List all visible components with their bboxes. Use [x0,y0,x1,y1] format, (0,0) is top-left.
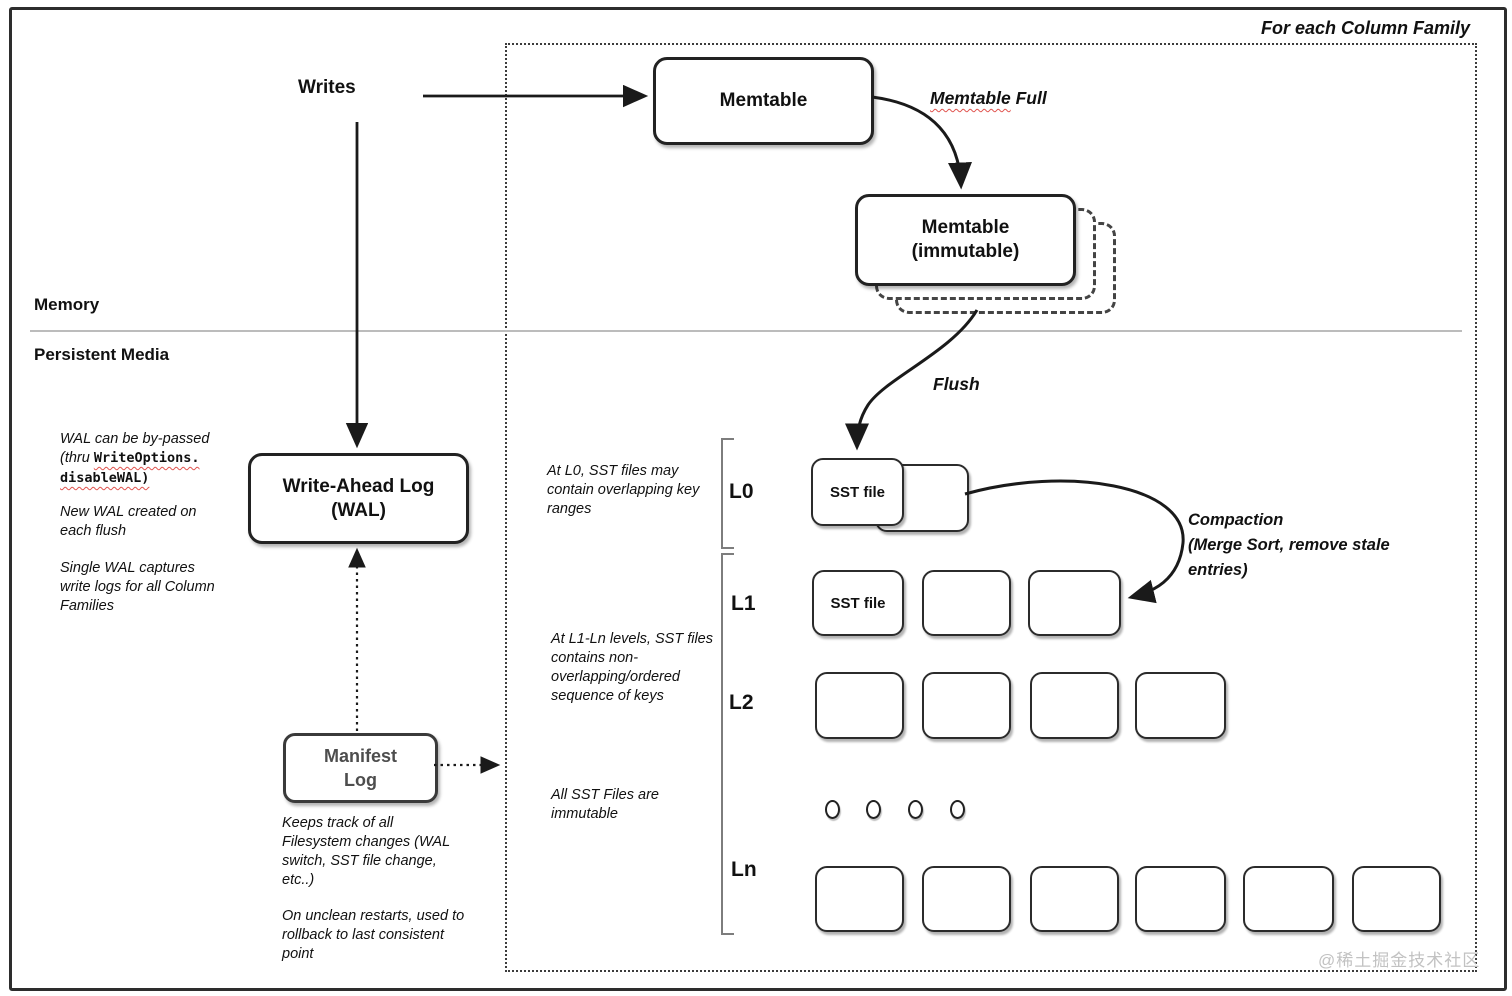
compaction-line2: (Merge Sort, remove stale [1188,536,1390,554]
manifest-log-line2: Log [344,770,377,790]
manifest-note1-line1: Keeps track of all [282,815,394,831]
l1ln-note-line1: At L1-Ln levels, SST files [551,631,713,647]
l0-bracket [721,438,734,549]
manifest-note1-line4: etc..) [282,872,315,888]
l0-note: At L0, SST files may contain overlapping… [547,462,699,519]
sst-file-box-l2-2 [922,672,1011,739]
l0-note-line1: At L0, SST files may [547,463,679,479]
wal-bypass-code2: disableWAL) [60,470,150,486]
l1ln-note-line4: sequence of keys [551,688,664,704]
memtable-full-label: Memtable Full [930,88,1047,109]
sst-file-box-l1-3 [1028,570,1121,636]
l1ln-note-line2: contains non- [551,650,639,666]
sst-file-box-ln-3 [1030,866,1119,932]
wal-bypass-prefix: (thru [60,450,94,466]
level-ln-label: Ln [731,858,757,881]
ellipsis-dot [950,800,965,819]
l0-note-line2: contain overlapping key [547,482,700,498]
for-each-column-family-label: For each Column Family [1260,18,1470,38]
wal-bypass-line1: WAL can be by-passed [60,431,210,447]
column-family-dashed-region [505,43,1477,972]
l1-ln-bracket [721,553,734,935]
sst-file-box-l2-1 [815,672,904,739]
memtable-full-rest: Full [1010,88,1047,108]
l1ln-note: At L1-Ln levels, SST files contains non-… [551,630,713,706]
immutable-note-line1: All SST Files are [551,787,659,803]
sst-file-box-l2-4 [1135,672,1226,739]
writes-label: Writes [298,77,356,98]
wal-node-line2: (WAL) [331,499,386,521]
sst-file-box-l1-2 [922,570,1011,636]
compaction-line1: Compaction [1188,511,1284,529]
memory-label: Memory [34,295,100,314]
wal-new-line2: each flush [60,523,127,539]
memtable-full-word: Memtable [930,88,1011,108]
immutable-note-line2: immutable [551,806,618,822]
wal-single-line3: Families [60,598,114,614]
level-l1-label: L1 [731,592,756,615]
manifest-note1-line3: switch, SST file change, [282,853,437,869]
l1ln-note-line3: overlapping/ordered [551,669,680,685]
sst-file-label: SST file [829,483,885,501]
wal-single-line1: Single WAL captures [60,560,195,576]
sst-file-box-ln-6 [1352,866,1441,932]
outer-border [9,7,1507,991]
manifest-log-line1: Manifest [323,746,397,766]
wal-single-note: Single WAL captures write logs for all C… [60,559,215,616]
wal-bypass-note: WAL can be by-passed (thru WriteOptions.… [60,430,209,488]
sst-file-label: SST file [830,594,886,612]
memtable-node-label: Memtable [719,90,808,111]
memory-persistent-divider [30,330,1462,332]
manifest-note2-line1: On unclean restarts, used to [282,908,465,924]
level-l0-label: L0 [729,480,754,503]
wal-new-note: New WAL created on each flush [60,503,196,541]
memtable-immutable-node: Memtable (immutable) [855,194,1076,286]
sst-file-box-l2-3 [1030,672,1119,739]
manifest-note2-line3: point [282,946,314,962]
immutable-note: All SST Files are immutable [551,786,659,824]
manifest-note1-line2: Filesystem changes (WAL [282,834,451,850]
level-l2-label: L2 [729,691,754,714]
wal-node: Write-Ahead Log (WAL) [248,453,469,544]
sst-file-box-l1-1: SST file [812,570,904,636]
wal-node-line1: Write-Ahead Log [282,475,435,497]
manifest-log-node: Manifest Log [283,733,438,803]
ellipsis-dot [908,800,923,819]
sst-file-box-ln-2 [922,866,1011,932]
sst-file-box-ln-1 [815,866,904,932]
flush-label: Flush [933,374,980,394]
sst-file-box-ln-5 [1243,866,1334,932]
compaction-line3: entries) [1188,561,1248,579]
wal-bypass-line2: (thru WriteOptions. [60,449,209,468]
manifest-note2-line2: rollback to last consistent [282,927,444,943]
compaction-label: Compaction (Merge Sort, remove stale ent… [1188,508,1390,583]
memtable-immutable-line1: Memtable [921,217,1010,238]
ellipsis-dot [825,800,840,819]
l0-note-line3: ranges [547,501,592,517]
persistent-media-label: Persistent Media [34,345,170,364]
memtable-immutable-line2: (immutable) [911,241,1020,262]
wal-bypass-code1: WriteOptions. [93,450,200,466]
wal-new-line1: New WAL created on [60,504,197,520]
manifest-note-1: Keeps track of all Filesystem changes (W… [282,814,450,890]
sst-file-box-l0-1: SST file [811,458,904,526]
memtable-node: Memtable [653,57,874,145]
ellipsis-dot [866,800,881,819]
watermark: @稀土掘金技术社区 [1318,951,1481,970]
sst-file-box-ln-4 [1135,866,1226,932]
manifest-note-2: On unclean restarts, used to rollback to… [282,907,464,964]
wal-single-line2: write logs for all Column [60,579,215,595]
